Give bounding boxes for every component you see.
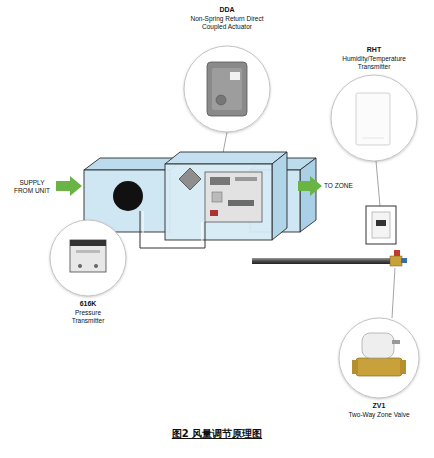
thermostat-icon bbox=[356, 93, 390, 145]
part-code: ZV1 bbox=[334, 402, 424, 411]
airflow-arrow bbox=[56, 176, 82, 196]
part-code: 616K bbox=[62, 300, 114, 309]
callout-grounds bbox=[50, 46, 419, 398]
callout-node: 616KPressure Transmitter bbox=[40, 218, 136, 327]
part-code: RHT bbox=[334, 46, 414, 55]
callout-outline bbox=[339, 318, 419, 398]
callout-node: DDANon-Spring Return Direct Coupled Actu… bbox=[172, 4, 282, 134]
wire bbox=[140, 211, 205, 248]
duct bbox=[84, 152, 316, 240]
wire bbox=[143, 211, 202, 245]
label-block: DDANon-Spring Return Direct Coupled Actu… bbox=[187, 6, 267, 31]
valve bbox=[390, 250, 407, 266]
pipe bbox=[252, 258, 390, 264]
callout-outline bbox=[184, 46, 270, 132]
actuator bbox=[179, 168, 201, 190]
label-block: RHTHumidity/Temperature Transmitter bbox=[334, 46, 414, 71]
callout-outline bbox=[50, 220, 126, 296]
part-name: Pressure Transmitter bbox=[62, 309, 114, 325]
label-block: 616KPressure Transmitter bbox=[62, 300, 114, 325]
part-name: Two-Way Zone Valve bbox=[334, 411, 424, 419]
zone-valve-icon bbox=[352, 333, 406, 376]
label-block: ZV1Two-Way Zone Valve bbox=[334, 402, 424, 419]
part-code: DDA bbox=[187, 6, 267, 15]
figure-caption: 图2 风量调节原理图 bbox=[0, 427, 434, 441]
part-name: Non-Spring Return Direct Coupled Actuato… bbox=[187, 15, 267, 31]
flow-label: TO ZONE bbox=[324, 182, 364, 190]
callout-node: RHTHumidity/Temperature Transmitter bbox=[320, 44, 428, 168]
controller bbox=[205, 172, 262, 222]
pressure-transmitter-icon bbox=[70, 240, 106, 272]
callout-node: ZV1Two-Way Zone Valve bbox=[326, 316, 432, 424]
part-name: Humidity/Temperature Transmitter bbox=[334, 55, 414, 71]
actuator-icon bbox=[207, 62, 247, 116]
callout-outline bbox=[331, 75, 417, 161]
flow-label: SUPPLY FROM UNIT bbox=[10, 179, 54, 195]
wall-sensor bbox=[366, 206, 396, 244]
damper bbox=[113, 181, 143, 211]
airflow-arrow bbox=[298, 176, 322, 196]
